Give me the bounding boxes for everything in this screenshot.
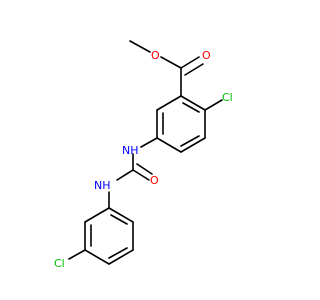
atom-cl-ring1: Cl (222, 91, 233, 104)
molecule-canvas: O O Cl NH O NH Cl (54, 40, 233, 270)
bond-r1-c6-c1 (156, 95, 182, 111)
bond-r1-inner-b (180, 135, 200, 147)
bond-urea-o-b (136, 163, 153, 175)
bond-r2-c1-c2 (108, 207, 134, 223)
bond-carbonyl-double-a (180, 56, 200, 69)
bond-r2-c4-c5 (84, 249, 110, 265)
bond-r2-inner-b (108, 247, 128, 259)
bond-ring1-cl (204, 99, 223, 111)
bond-r1-c1-c2 (180, 95, 206, 111)
bond-urea-nh2 (116, 169, 134, 181)
atom-ester-o-double: O (202, 49, 211, 62)
bond-r1-c3-c4 (180, 137, 206, 153)
bond-r2-c6-c1 (84, 207, 110, 223)
bond-r2-inner-a (110, 214, 128, 225)
bond-r2-c3-c4 (108, 249, 134, 265)
atom-ester-o-single: O (151, 49, 160, 62)
bond-r1-c4-c5 (156, 137, 182, 153)
atom-nh-1: NH (122, 144, 139, 157)
bond-methyl-o (129, 40, 151, 53)
bond-carbonyl-double-b (184, 63, 204, 76)
atom-nh-2: NH (94, 179, 111, 192)
bond-ring1-nh (140, 137, 158, 148)
bond-o-carbonyl (160, 56, 182, 69)
bond-urea-o-a (132, 169, 150, 181)
molecule-structure: O O Cl NH O NH Cl (54, 40, 233, 270)
atom-o-urea: O (150, 174, 159, 187)
atom-cl-ring2: Cl (54, 257, 65, 270)
bond-ring2-cl (68, 249, 86, 260)
bond-r1-inner-a (182, 102, 200, 113)
